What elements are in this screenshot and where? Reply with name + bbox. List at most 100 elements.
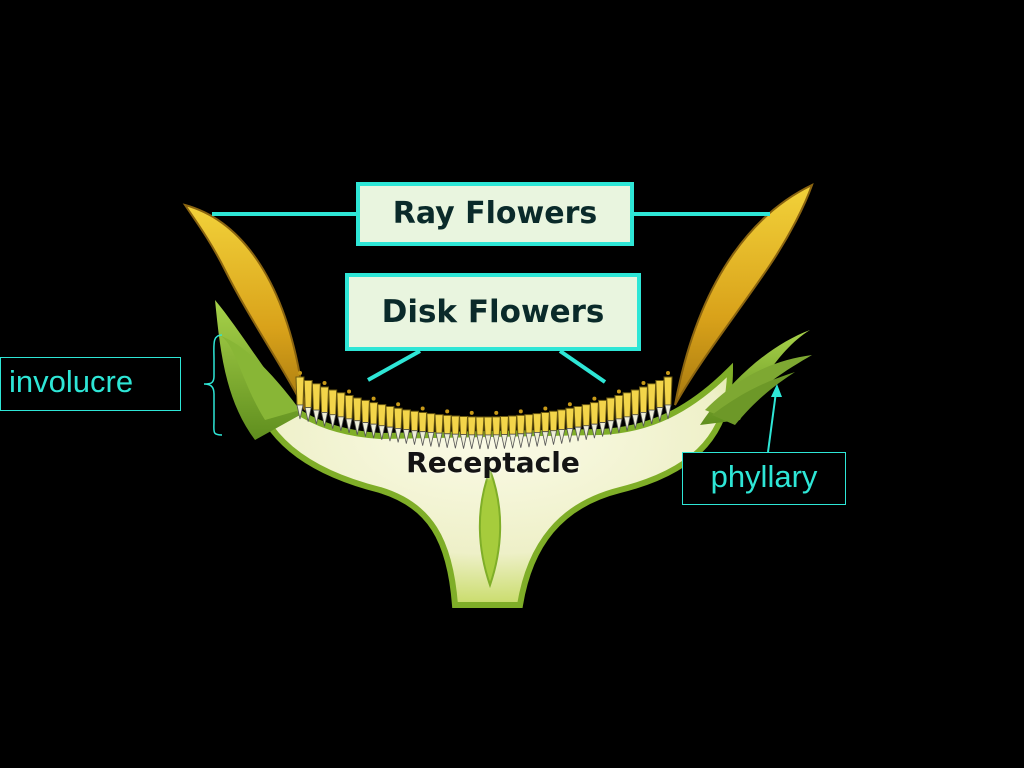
disk-floret	[369, 402, 379, 425]
floret-stigma	[666, 371, 670, 375]
floret-ovary	[525, 432, 533, 448]
floret-ovary	[394, 428, 402, 443]
right-bract-curl	[712, 372, 795, 425]
disk-leader-right	[558, 349, 607, 384]
floret-ovary	[631, 414, 639, 429]
disk-floret	[573, 406, 583, 428]
floret-ovary	[476, 434, 484, 450]
disk-floret	[352, 397, 362, 422]
disk-floret	[459, 416, 469, 436]
involucre-label: involucre	[0, 357, 181, 411]
floret-stigma	[371, 396, 376, 401]
disk-floret	[581, 404, 591, 427]
floret-stigma	[616, 389, 621, 394]
disk-floret	[516, 414, 526, 435]
floret-stigma	[445, 409, 450, 414]
floret-ovary	[484, 434, 492, 450]
disk-floret	[401, 409, 411, 431]
floret-ovary	[656, 407, 664, 422]
disk-floret	[532, 413, 542, 433]
floret-ovary	[427, 432, 435, 447]
disk-floret	[663, 376, 673, 406]
disk-floret	[434, 414, 444, 434]
floret-ovary	[492, 434, 500, 449]
floret-ovary	[517, 433, 525, 448]
floret-ovary	[558, 429, 566, 444]
disk-floret	[614, 394, 624, 420]
disk-floret	[630, 389, 640, 416]
left-ray-petal	[182, 203, 306, 411]
floret-ovary	[460, 434, 468, 449]
floret-stigma	[518, 409, 523, 414]
disk-floret	[565, 407, 575, 429]
floret-ovary	[419, 431, 427, 446]
ray-flowers-label: Ray Flowers	[356, 182, 634, 246]
floret-ovary	[312, 409, 320, 425]
floret-ovary	[639, 412, 647, 427]
floret-stigma	[592, 396, 597, 401]
disk-floret	[418, 412, 428, 433]
disk-floret	[548, 410, 559, 432]
disk-floret	[508, 415, 518, 435]
floret-ovary	[304, 407, 312, 422]
disk-floret	[450, 415, 460, 435]
floret-ovary	[648, 409, 656, 425]
floret-ovary	[353, 420, 361, 435]
disk-floret	[589, 402, 599, 425]
disk-floret	[328, 389, 338, 416]
floret-ovary	[370, 423, 378, 439]
disk-floret	[483, 416, 493, 436]
disk-floret	[606, 397, 616, 422]
phyllary-arrowhead	[771, 384, 782, 397]
disk-floret	[377, 404, 387, 427]
floret-ovary	[329, 414, 337, 429]
floret-ovary	[345, 418, 353, 433]
phyllary-arrow-line	[767, 391, 777, 453]
phyllary-label: phyllary	[682, 452, 846, 505]
floret-ovary	[607, 420, 615, 435]
disk-floret	[491, 416, 501, 436]
floret-stigma	[641, 380, 646, 385]
floret-ovary	[361, 422, 369, 437]
disk-floret	[475, 416, 485, 436]
floret-ovary	[566, 428, 574, 443]
disk-floret	[524, 414, 534, 434]
floret-stigma	[298, 371, 302, 375]
disk-floret	[647, 383, 657, 411]
floret-ovary	[296, 404, 304, 420]
disk-floret	[385, 406, 395, 428]
disk-floret	[442, 414, 452, 435]
disk-floret	[467, 416, 477, 436]
disk-floret	[320, 386, 330, 413]
floret-ovary	[664, 404, 672, 420]
floret-stigma	[420, 406, 425, 411]
disk-floret	[557, 409, 567, 431]
involucre-brace	[203, 334, 223, 436]
floret-ovary	[410, 430, 418, 445]
floret-ovary	[599, 422, 607, 437]
floret-stigma	[396, 402, 401, 407]
disk-floret	[311, 383, 321, 411]
floret-ovary	[435, 432, 443, 448]
disk-floret	[598, 399, 608, 424]
disk-floret	[426, 413, 436, 433]
floret-ovary	[443, 433, 451, 448]
disk-floret	[295, 376, 305, 406]
disk-floret	[344, 394, 354, 420]
disk-floret	[499, 416, 509, 436]
disk-floret	[336, 392, 346, 418]
disk-floret	[393, 407, 403, 429]
floret-ovary	[468, 434, 476, 449]
floret-ovary	[378, 425, 386, 440]
left-bract-mid	[218, 335, 300, 420]
floret-ovary	[451, 433, 459, 449]
disk-floret	[638, 386, 648, 413]
disk-floret	[303, 379, 313, 409]
stem-vein	[478, 467, 502, 589]
floret-ovary	[623, 416, 631, 431]
floret-ovary	[321, 412, 329, 427]
floret-ovary	[500, 434, 508, 449]
floret-ovary	[509, 433, 517, 449]
floret-stigma	[347, 389, 352, 394]
